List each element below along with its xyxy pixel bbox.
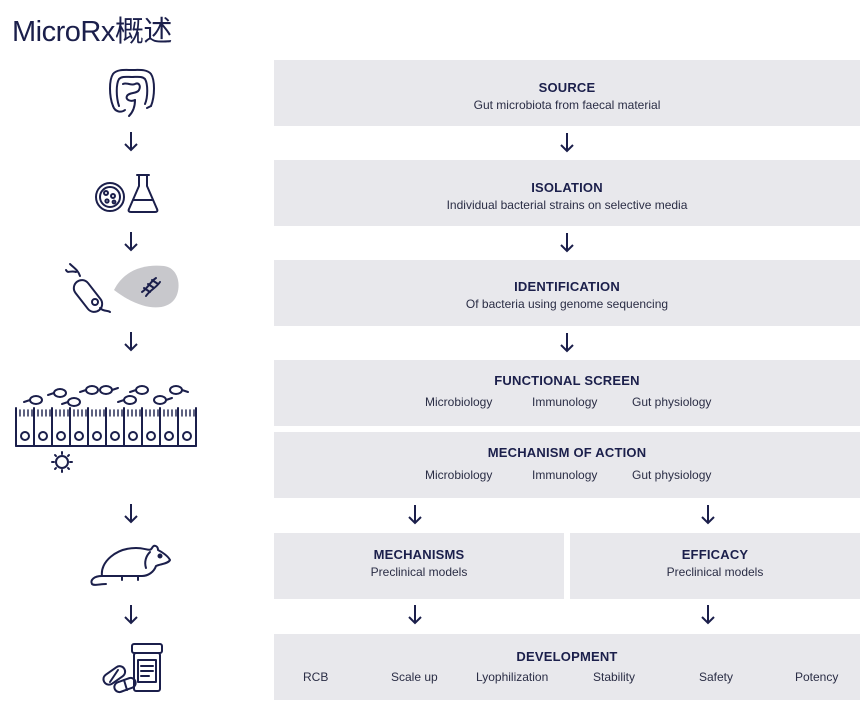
isolation-heading: ISOLATION: [531, 180, 603, 195]
mechanisms-box: MECHANISMS Preclinical models: [274, 533, 564, 599]
mechanism-of-action-box: MECHANISM OF ACTION: [274, 432, 860, 498]
mechanisms-heading: MECHANISMS: [373, 547, 465, 562]
bacterium-dna-icon: [65, 263, 179, 313]
intestine-icon: [109, 68, 155, 117]
development-item: Potency: [795, 670, 839, 684]
down-arrow-icon: [124, 332, 138, 352]
down-arrow-icon: [560, 233, 574, 253]
development-heading: DEVELOPMENT: [516, 649, 618, 664]
mechanisms-subtitle: Preclinical models: [370, 565, 468, 579]
down-arrow-icon: [408, 505, 422, 525]
petri-flask-icon: [95, 174, 159, 213]
functional-screen-item: Microbiology: [425, 395, 493, 409]
functional-screen-item: Immunology: [532, 395, 598, 409]
mechanism-of-action-item: Immunology: [532, 468, 598, 482]
down-arrow-icon: [560, 133, 574, 153]
efficacy-heading: EFFICACY: [681, 547, 749, 562]
mechanism-of-action-heading: MECHANISM OF ACTION: [487, 445, 647, 460]
development-item: Scale up: [391, 670, 438, 684]
down-arrow-icon: [701, 605, 715, 625]
functional-screen-heading: FUNCTIONAL SCREEN: [494, 373, 640, 388]
mouse-icon: [90, 544, 171, 586]
development-item: Lyophilization: [476, 670, 549, 684]
development-box: DEVELOPMENT: [274, 634, 860, 700]
mechanism-of-action-item: Microbiology: [425, 468, 493, 482]
efficacy-box: EFFICACY Preclinical models: [570, 533, 860, 599]
functional-screen-box: FUNCTIONAL SCREEN: [274, 360, 860, 426]
source-subtitle: Gut microbiota from faecal material: [473, 98, 661, 112]
isolation-box: ISOLATION Individual bacterial strains o…: [274, 160, 860, 226]
mechanism-of-action-item: Gut physiology: [632, 468, 712, 482]
identification-subtitle: Of bacteria using genome sequencing: [465, 297, 669, 311]
down-arrow-icon: [124, 504, 138, 524]
development-item: RCB: [303, 670, 329, 684]
identification-box: IDENTIFICATION Of bacteria using genome …: [274, 260, 860, 326]
down-arrow-icon: [408, 605, 422, 625]
efficacy-subtitle: Preclinical models: [666, 565, 764, 579]
page-title: MicroRx概述: [12, 16, 172, 48]
source-heading: SOURCE: [538, 80, 596, 95]
gut-epithelium-icon: [15, 385, 197, 473]
isolation-subtitle: Individual bacterial strains on selectiv…: [446, 198, 688, 212]
development-item: Stability: [593, 670, 636, 684]
down-arrow-icon: [701, 505, 715, 525]
pill-bottle-icon: [102, 643, 163, 694]
down-arrow-icon: [124, 605, 138, 625]
down-arrow-icon: [124, 132, 138, 152]
source-box: SOURCE Gut microbiota from faecal materi…: [274, 60, 860, 126]
development-item: Safety: [699, 670, 734, 684]
identification-heading: IDENTIFICATION: [514, 279, 620, 294]
down-arrow-icon: [560, 333, 574, 353]
down-arrow-icon: [124, 232, 138, 252]
functional-screen-item: Gut physiology: [632, 395, 712, 409]
